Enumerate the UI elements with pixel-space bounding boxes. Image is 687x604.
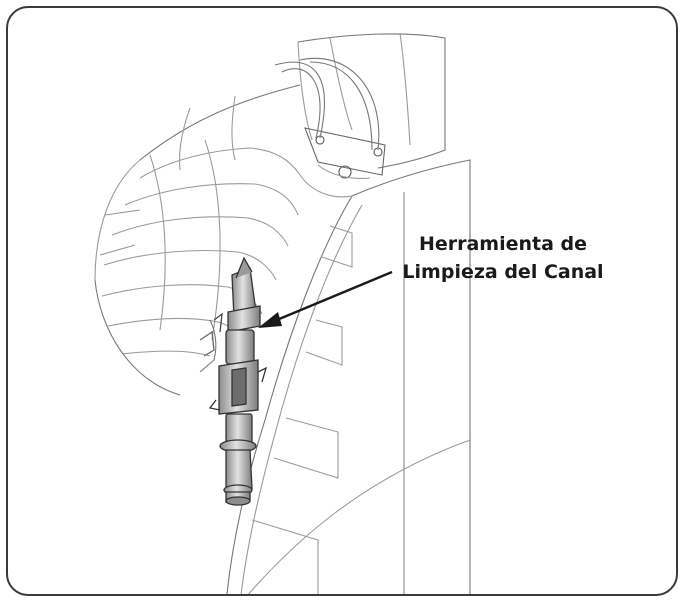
top-housing: [274, 32, 446, 198]
figure-frame: [6, 6, 678, 596]
tool-callout-label: Herramienta de Limpieza del Canal: [398, 230, 608, 286]
callout-arrow: [258, 270, 393, 328]
callout-line-1: Herramienta de: [418, 233, 588, 255]
gasket-bellows: [94, 84, 301, 396]
callout-line-2: Limpieza del Canal: [402, 261, 604, 283]
door-panel: [225, 159, 471, 594]
channel-cleaning-tool: [199, 256, 268, 506]
